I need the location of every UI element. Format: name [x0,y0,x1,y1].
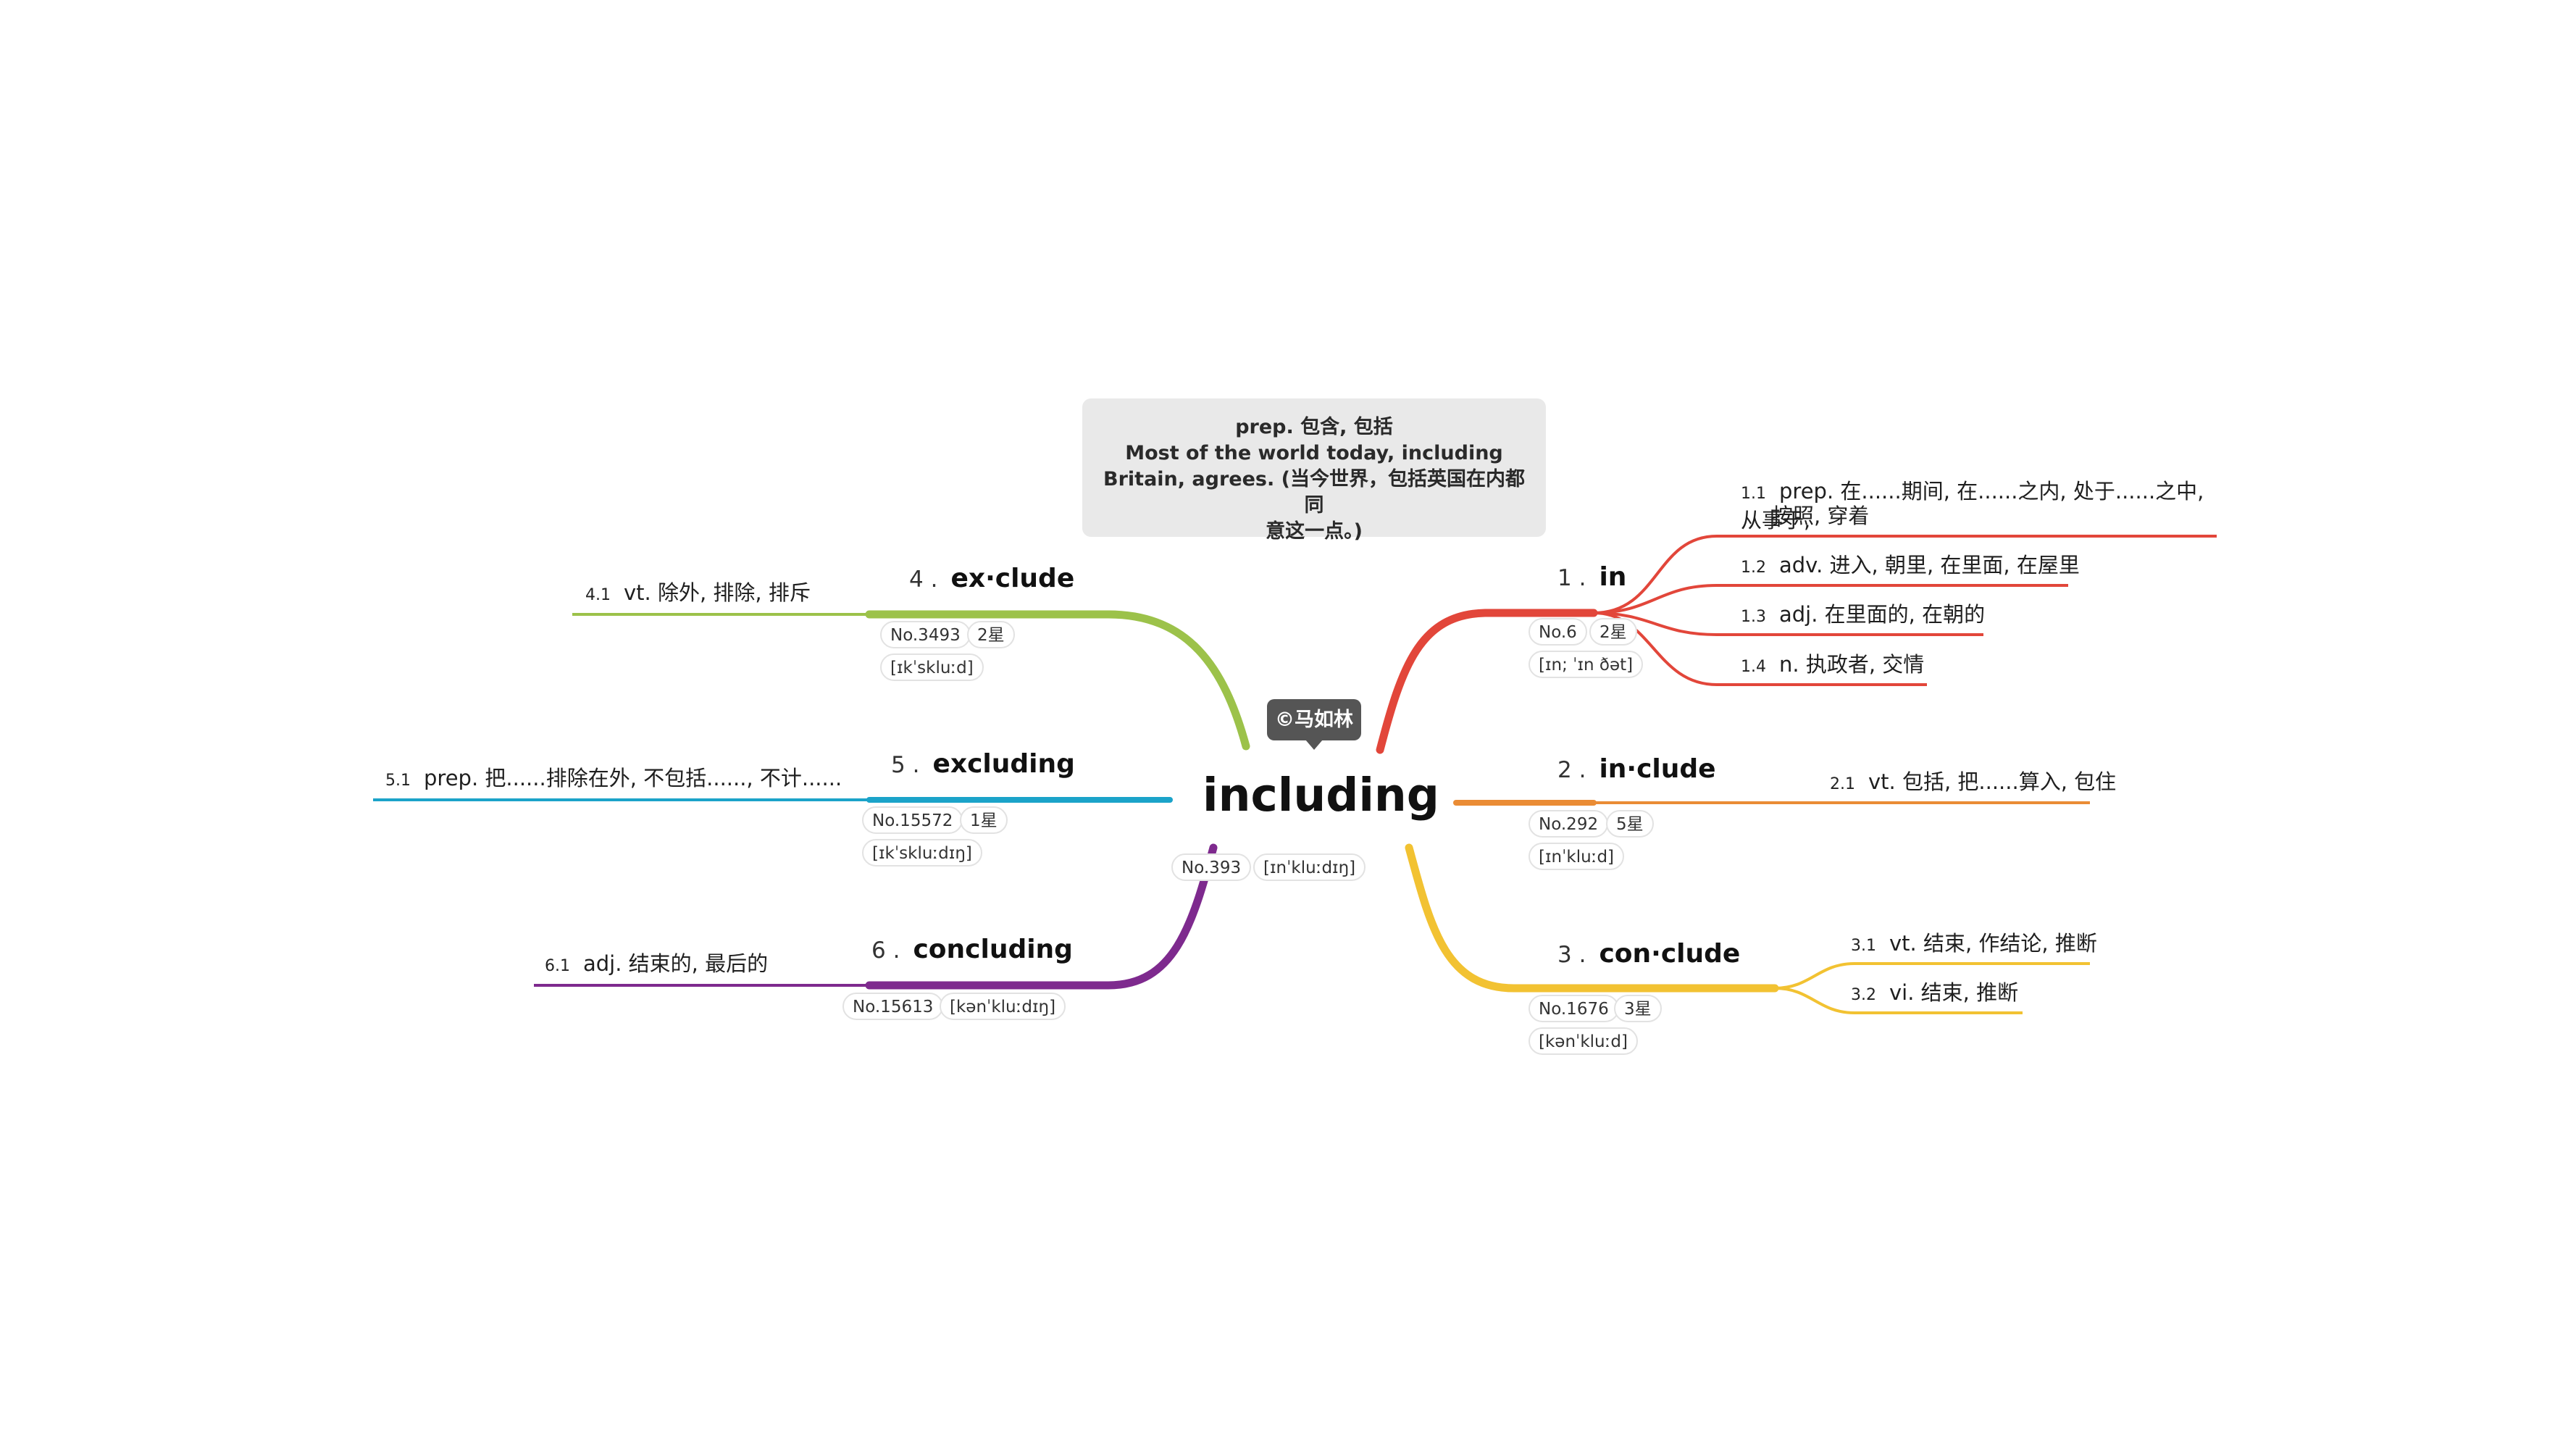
sense-2-1-text: vt. 包括, 把......算入, 包住 [1868,769,2117,794]
branch-2-stars-badge: 5星 [1606,810,1654,838]
branch-4-stars-badge: 2星 [967,621,1015,648]
sense-3-1[interactable]: 3.1 vt. 结束, 作结论, 推断 [1851,930,2097,959]
connector-sense-1-2 [1593,584,2068,614]
branch-4-number: 4 . [909,567,938,593]
definition-note: prep. 包含, 包括 Most of the world today, in… [1082,398,1546,543]
sense-3-2-text: vi. 结束, 推断 [1889,980,2019,1005]
sense-5-1-number: 5.1 [385,772,411,790]
note-line-1: prep. 包含, 包括 [1235,416,1393,438]
note-line-4: 意这一点。) [1266,520,1363,543]
branch-1-stars-badge: 2星 [1589,618,1637,646]
branch-3-phonetic-badge: [kənˈkluːd] [1529,1027,1638,1055]
sense-4-1-number: 4.1 [585,586,611,604]
central-topic[interactable]: including [1203,769,1439,822]
sense-3-1-number: 3.1 [1851,937,1876,955]
connector-branch-3 [1405,843,1779,993]
sense-1-2-number: 1.2 [1741,559,1766,577]
branch-1-frequency-badge: No.6 [1529,618,1587,646]
sense-4-1[interactable]: 4.1 vt. 除外, 排除, 排斥 [585,580,811,609]
connector-branch-1 [1376,609,1598,754]
sense-1-4-text: n. 执政者, 交情 [1779,652,1925,677]
branch-1-title[interactable]: 1 . in [1557,561,1626,594]
branch-6-phonetic-badge: [kənˈkluːdɪŋ] [940,993,1066,1020]
sense-6-1[interactable]: 6.1 adj. 结束的, 最后的 [545,951,768,980]
branch-5-title[interactable]: 5 . excluding [891,748,1075,781]
branch-6-frequency-badge: No.15613 [842,993,944,1020]
branch-1-number: 1 . [1557,565,1586,591]
branch-3-number: 3 . [1557,942,1586,968]
sense-2-1[interactable]: 2.1 vt. 包括, 把......算入, 包住 [1830,769,2116,798]
sense-1-1-continuation: 按照, 穿着 [1772,504,1870,528]
sense-2-1-number: 2.1 [1830,775,1855,793]
sense-1-3-text: adj. 在里面的, 在朝的 [1779,602,1986,627]
sense-1-3[interactable]: 1.3 adj. 在里面的, 在朝的 [1741,601,1985,630]
connector-sense-3-1 [1774,962,2090,990]
sense-1-1-number: 1.1 [1741,485,1766,503]
branch-5-word: excluding [932,749,1075,779]
branch-2-word: in·clude [1599,754,1716,784]
branch-3-frequency-badge: No.1676 [1529,995,1619,1022]
branch-4-frequency-badge: No.3493 [880,621,971,648]
branch-5-stars-badge: 1星 [960,806,1008,834]
branch-4-phonetic-badge: [ɪkˈskluːd] [880,653,984,681]
sense-1-2[interactable]: 1.2 adv. 进入, 朝里, 在里面, 在屋里 [1741,552,2080,581]
sense-5-1-text: prep. 把......排除在外, 不包括......, 不计...... [424,766,842,790]
connector-sense-1-1 [1593,535,2217,614]
central-frequency-badge: No.393 [1171,853,1252,881]
author-tag-tail [1305,740,1323,750]
branch-2-title[interactable]: 2 . in·clude [1557,753,1716,786]
branch-1-phonetic-badge: [ɪn; ˈɪn ðət] [1529,651,1644,678]
branch-5-number: 5 . [891,752,920,778]
branch-6-title[interactable]: 6 . concluding [871,934,1073,966]
sense-3-1-text: vt. 结束, 作结论, 推断 [1889,931,2097,956]
branch-4-word: ex·clude [950,564,1075,593]
author-tag: ©马如林 [1267,699,1361,740]
connector-sense-1-4 [1593,611,1927,686]
branch-4-title[interactable]: 4 . ex·clude [909,563,1074,596]
central-phonetic-badge: [ɪnˈkluːdɪŋ] [1253,853,1366,881]
sense-3-2-number: 3.2 [1851,986,1876,1004]
branch-5-phonetic-badge: [ɪkˈskluːdɪŋ] [862,839,982,867]
branch-2-frequency-badge: No.292 [1529,810,1609,838]
sense-1-4-number: 1.4 [1741,658,1766,676]
branch-6-word: concluding [913,935,1073,964]
sense-1-4[interactable]: 1.4 n. 执政者, 交情 [1741,651,1924,680]
branch-3-title[interactable]: 3 . con·clude [1557,938,1740,971]
sense-1-3-number: 1.3 [1741,608,1766,626]
branch-5-frequency-badge: No.15572 [862,806,963,834]
connector-sense-3-2 [1774,987,2023,1014]
connector-branch-4 [865,610,1250,751]
sense-3-2[interactable]: 3.2 vi. 结束, 推断 [1851,980,2018,1009]
sense-5-1[interactable]: 5.1 prep. 把......排除在外, 不包括......, 不计.....… [385,765,842,794]
note-line-2: Most of the world today, including [1125,442,1503,464]
branch-2-phonetic-badge: [ɪnˈkluːd] [1529,843,1625,870]
branch-3-stars-badge: 3星 [1614,995,1662,1022]
branch-1-word: in [1599,562,1627,592]
connector-sense-1-3 [1593,611,1983,636]
sense-6-1-text: adj. 结束的, 最后的 [583,951,769,976]
branch-6-number: 6 . [871,938,900,964]
sense-6-1-number: 6.1 [545,957,570,975]
sense-1-1-text: prep. 在......期间, 在......之内, 处于......之中, … [1741,479,2204,533]
branch-2-number: 2 . [1557,757,1586,783]
note-line-3: Britain, agrees. (当今世界，包括英国在内都同 [1103,468,1525,517]
branch-3-word: con·clude [1599,939,1741,969]
sense-1-2-text: adv. 进入, 朝里, 在里面, 在屋里 [1779,553,2080,577]
sense-4-1-text: vt. 除外, 排除, 排斥 [624,580,811,605]
